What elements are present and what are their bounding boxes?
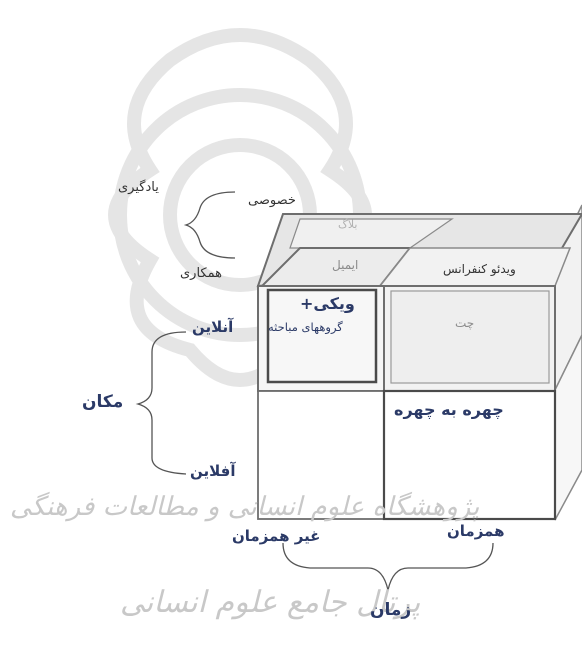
cell-chat: چت <box>455 316 475 330</box>
cube-front-faces <box>257 285 557 521</box>
asynchronous-label: غیر همزمان <box>232 527 321 545</box>
place-axis-label: مکان <box>82 392 124 412</box>
cell-email: ایمیل <box>332 258 359 272</box>
cell-face-to-face: چهره به چهره <box>394 400 504 419</box>
cell-videoconference: ویدئو کنفرانس <box>443 262 516 276</box>
cell-wiki-plus: ویکی+ <box>300 294 355 313</box>
time-axis-label: زمان <box>370 600 412 620</box>
private-label: خصوصی <box>248 193 296 208</box>
learning-brace <box>183 191 236 259</box>
online-label: آنلاین <box>192 318 234 336</box>
time-brace <box>282 542 494 591</box>
watermark-line-2: پرتال جامع علوم انسانی <box>120 585 421 620</box>
place-brace <box>135 331 187 475</box>
collaborative-label: همکاری <box>180 266 222 281</box>
learning-axis-label: یادگیری <box>118 180 159 195</box>
cube-top-faces <box>256 213 582 288</box>
cell-blog: بلاگ <box>338 218 358 231</box>
synchronous-label: همزمان <box>447 522 505 540</box>
offline-label: آفلاین <box>190 462 236 480</box>
watermark-line-1: پژوهشگاه علوم انسانی و مطالعات فرهنگی <box>10 492 480 522</box>
cell-discussion-groups: گروههای مباحثه <box>268 320 343 334</box>
